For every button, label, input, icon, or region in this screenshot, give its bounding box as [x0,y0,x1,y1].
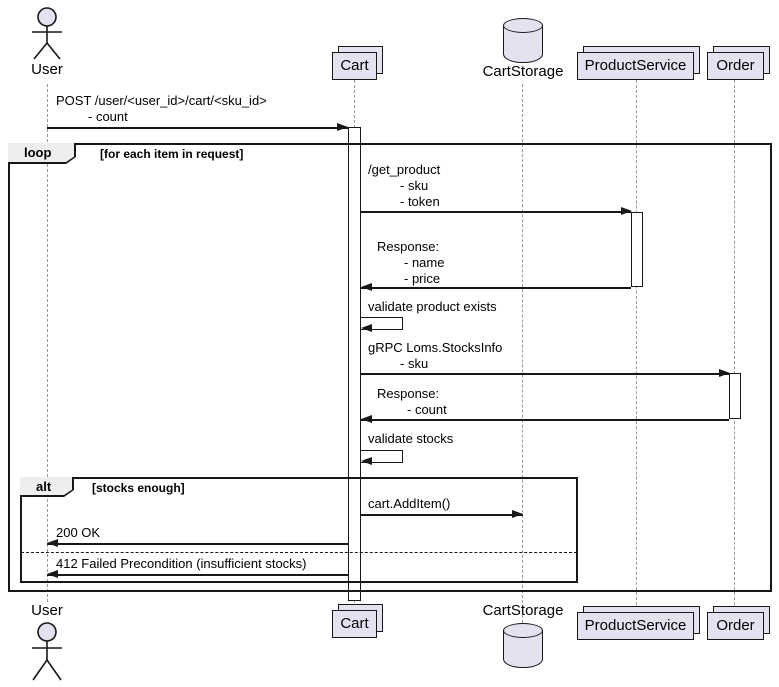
message-add-item-arrow [361,514,523,516]
message-stocks-response-arrow [361,419,729,421]
message-post-cart-line2: - count [88,109,128,124]
database-icon [503,623,543,668]
message-get-product-line2: - sku [400,178,429,193]
arrowhead-icon [361,324,372,332]
message-product-response-line2: - name [404,255,445,270]
arrowhead-icon [361,283,372,291]
alt-condition: [stocks enough] [92,481,185,495]
participant-productservice-top: ProductService [577,46,701,81]
message-product-response-line1: Response: [377,239,440,254]
message-stocks-response-line1: Response: [377,386,440,401]
alt-else-divider [21,552,577,553]
message-200-ok: 200 OK [56,525,101,540]
participant-cartstorage-top: CartStorage [482,63,564,80]
participant-cartstorage-bottom: CartStorage [482,602,564,619]
message-stocks-info-line1: gRPC Loms.StocksInfo [368,340,503,355]
message-200-ok-arrow [47,543,348,545]
self-message-validate-stocks [361,450,403,463]
message-validate-stocks: validate stocks [368,431,454,446]
database-icon [503,18,543,63]
lifeline-productservice [636,80,637,610]
arrowhead-icon [47,570,58,578]
message-get-product-arrow [361,211,631,213]
message-get-product-line1: /get_product [368,162,441,177]
activation-cart [348,127,361,601]
message-post-cart-line1: POST /user/<user_id>/cart/<sku_id> [56,93,267,108]
alt-frame-label: alt [20,477,74,497]
alt-keyword: alt [36,479,52,494]
message-post-cart-arrow [47,127,348,129]
participant-productservice-bottom: ProductService [577,606,701,641]
participant-cart-box: Cart [332,52,377,80]
participant-cart-top: Cart [332,46,384,81]
arrowhead-icon [361,415,372,423]
message-add-item: cart.AddItem() [368,496,451,511]
loop-keyword: loop [24,145,52,160]
participant-productservice-box: ProductService [577,612,694,640]
participant-order-box: Order [707,612,764,640]
participant-cart-bottom: Cart [332,604,384,639]
actor-icon [32,622,62,681]
participant-order-box: Order [707,52,764,80]
participant-user-bottom: User [31,602,63,619]
arrowhead-icon [361,457,372,465]
message-stocks-response-line2: - count [407,402,447,417]
message-412-failed-arrow [47,574,348,576]
lifeline-order [734,80,735,610]
participant-order-top: Order [707,46,771,81]
message-validate-product: validate product exists [368,299,497,314]
loop-condition: [for each item in request] [100,147,244,161]
loop-frame-label: loop [8,143,76,164]
lifeline-user [47,84,48,602]
arrowhead-icon [719,369,730,377]
self-message-validate-product [361,317,403,330]
message-get-product-line3: - token [400,194,440,209]
participant-cart-box: Cart [332,610,377,638]
message-product-response-line3: - price [404,271,441,286]
message-product-response-arrow [361,287,631,289]
alt-frame [20,477,578,583]
message-stocks-info-line2: - sku [400,356,429,371]
message-stocks-info-arrow [361,373,729,375]
arrowhead-icon [621,207,632,215]
message-412-failed: 412 Failed Precondition (insufficient st… [56,556,307,571]
activation-productservice [631,212,643,287]
arrowhead-icon [47,539,58,547]
loop-frame [8,143,772,592]
participant-productservice-box: ProductService [577,52,694,80]
actor-icon [32,7,62,60]
alt-frame-label-fill [20,477,72,495]
lifeline-cartstorage [522,84,523,623]
arrowhead-icon [512,510,523,518]
participant-user-top: User [31,61,63,78]
loop-frame-label-fill [8,143,74,162]
activation-order [729,373,741,419]
participant-order-bottom: Order [707,606,771,641]
arrowhead-icon [337,123,348,131]
